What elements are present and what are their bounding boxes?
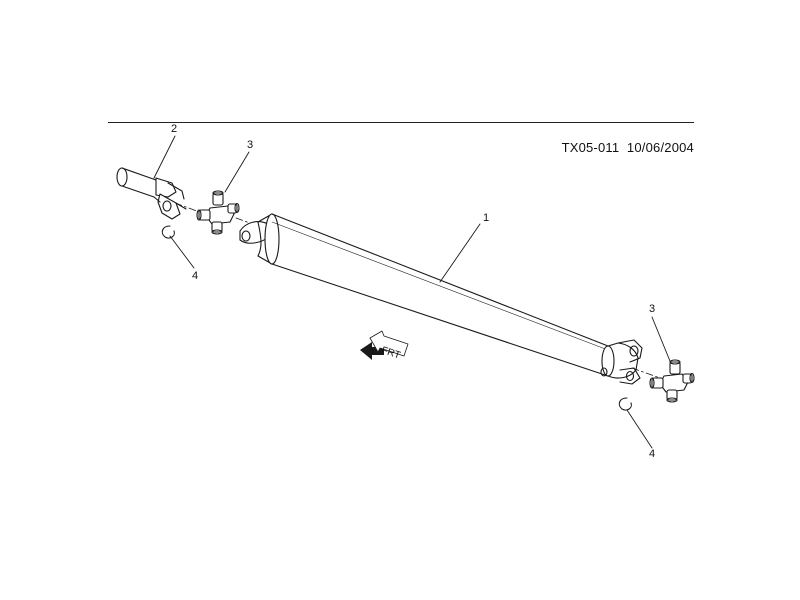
callout-3-right: 3 [649, 303, 656, 315]
header-rule [108, 122, 694, 123]
retainer-clip-left [161, 225, 175, 239]
retainer-clip-right [618, 397, 632, 411]
callout-4-right: 4 [649, 448, 656, 460]
front-arrow-icon [360, 330, 409, 360]
figure-date: 10/06/2004 [626, 140, 694, 155]
callout-3-left: 3 [247, 139, 254, 151]
slip-yoke [116, 167, 187, 220]
callout-1: 1 [483, 212, 490, 224]
figure-id: TX05-011 10/06/2004 [562, 140, 694, 155]
leader-lines [153, 135, 673, 449]
callout-2: 2 [171, 123, 178, 135]
universal-joint-left [196, 190, 240, 235]
propeller-shaft-tube [239, 213, 643, 385]
figure-id-code: TX05-011 [561, 140, 620, 155]
callout-4-left: 4 [192, 270, 199, 282]
universal-joint-right [649, 359, 695, 403]
